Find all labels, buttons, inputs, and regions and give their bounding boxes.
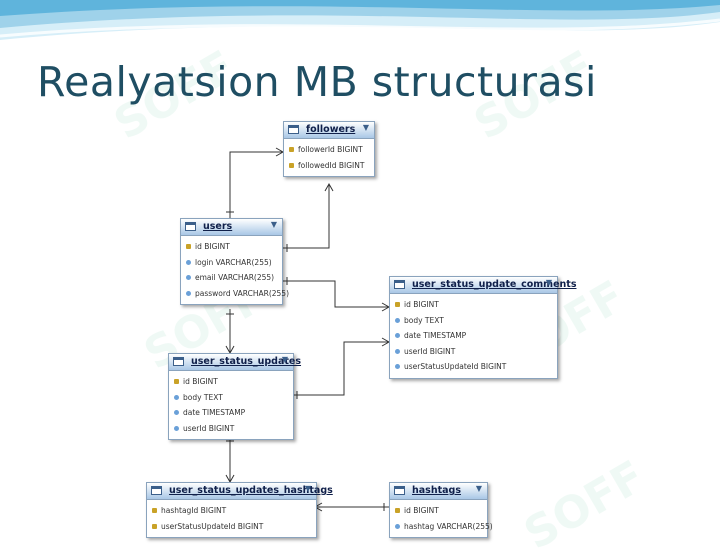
column-label: date TIMESTAMP — [183, 408, 246, 417]
field-icon — [395, 364, 400, 369]
table-name: users — [203, 221, 233, 232]
table-column: userStatusUpdateId BIGINT — [390, 359, 557, 375]
table-header: users ▼ — [181, 219, 282, 236]
table-user-status-updates[interactable]: user_status_updates ▼ id BIGINT body TEX… — [168, 353, 301, 440]
chevron-down-icon[interactable]: ▼ — [304, 484, 311, 493]
table-column: id BIGINT — [169, 374, 293, 390]
table-column: userId BIGINT — [169, 421, 293, 437]
link-users-followers-a — [229, 151, 283, 218]
table-user-status-update-comments[interactable]: user_status_update_comments ▼ id BIGINT … — [389, 276, 576, 379]
table-icon — [394, 486, 405, 495]
field-icon — [395, 348, 400, 354]
link-users-followers-b — [282, 184, 330, 249]
table-name: user_status_updates — [191, 356, 302, 367]
field-icon — [186, 259, 191, 265]
key-icon — [174, 379, 179, 384]
table-column: userId BIGINT — [390, 344, 557, 360]
field-icon — [395, 523, 400, 529]
column-label: userStatusUpdateId BIGINT — [161, 521, 264, 531]
wave-band-3 — [0, 0, 720, 16]
column-label: body TEXT — [404, 315, 444, 325]
link-updates-comments — [292, 341, 389, 396]
table-users[interactable]: users ▼ id BIGINT login VARCHAR(255) ema… — [180, 218, 289, 305]
table-header: followers ▼ — [284, 122, 374, 139]
wave-banner — [0, 0, 720, 40]
table-icon — [288, 125, 299, 134]
chevron-down-icon[interactable]: ▼ — [270, 220, 277, 229]
table-column: id BIGINT — [390, 297, 557, 313]
field-icon — [174, 425, 179, 431]
column-label: login VARCHAR(255) — [195, 257, 272, 267]
table-icon — [185, 222, 196, 231]
column-label: id BIGINT — [183, 377, 218, 386]
column-label: hashtag VARCHAR(255) — [404, 521, 493, 531]
table-name: user_status_updates_hashtags — [169, 485, 333, 496]
column-label: id BIGINT — [195, 242, 230, 251]
crowfoot-followers-b — [324, 182, 334, 192]
table-name: followers — [306, 124, 356, 135]
table-column: followedId BIGINT — [284, 158, 374, 174]
table-column: followerId BIGINT — [284, 142, 374, 158]
table-icon — [394, 280, 405, 289]
table-column: body TEXT — [390, 313, 557, 329]
column-label: id BIGINT — [404, 506, 439, 515]
column-label: followerId BIGINT — [298, 145, 363, 154]
field-icon — [395, 317, 400, 323]
column-label: followedId BIGINT — [298, 160, 365, 170]
column-label: id BIGINT — [404, 300, 439, 309]
key-icon — [289, 162, 294, 168]
field-icon — [395, 333, 400, 338]
field-icon — [186, 290, 191, 296]
table-hashtags[interactable]: hashtags ▼ id BIGINT hashtag VARCHAR(255… — [389, 482, 493, 538]
table-name: user_status_update_comments — [412, 279, 577, 290]
field-icon — [174, 410, 179, 415]
table-column: date TIMESTAMP — [390, 328, 557, 344]
table-icon — [151, 486, 162, 495]
chevron-down-icon[interactable]: ▼ — [545, 278, 552, 287]
column-label: date TIMESTAMP — [404, 331, 467, 340]
table-column: id BIGINT — [181, 239, 282, 255]
relationship-lines — [225, 147, 391, 512]
table-column: password VARCHAR(255) — [181, 286, 289, 302]
table-name: hashtags — [412, 485, 461, 496]
table-header: user_status_updates ▼ — [169, 354, 301, 371]
table-column: body TEXT — [169, 390, 293, 406]
slide-title: Realyatsion MB structurasi — [37, 58, 597, 106]
wave-highlight — [0, 18, 720, 38]
table-column: login VARCHAR(255) — [181, 255, 282, 271]
column-label: email VARCHAR(255) — [195, 273, 275, 282]
column-label: body TEXT — [183, 392, 223, 402]
table-icon — [173, 357, 184, 366]
table-column: hashtag VARCHAR(255) — [390, 519, 493, 535]
chevron-down-icon[interactable]: ▼ — [281, 355, 288, 364]
table-header: user_status_updates_hashtags ▼ — [147, 483, 333, 500]
key-icon — [186, 244, 191, 249]
table-header: hashtags ▼ — [390, 483, 487, 500]
field-icon — [186, 275, 191, 280]
table-column: hashtagId BIGINT — [147, 503, 316, 519]
table-followers[interactable]: followers ▼ followerId BIGINT followedId… — [283, 121, 375, 177]
column-label: userId BIGINT — [404, 346, 456, 356]
key-icon — [289, 147, 294, 152]
column-label: password VARCHAR(255) — [195, 288, 289, 298]
column-label: userId BIGINT — [183, 423, 235, 433]
table-column: email VARCHAR(255) — [181, 270, 282, 286]
key-icon — [152, 508, 157, 513]
link-users-comments — [282, 280, 389, 308]
chevron-down-icon[interactable]: ▼ — [475, 484, 482, 493]
table-user-status-updates-hashtags[interactable]: user_status_updates_hashtags ▼ hashtagId… — [146, 482, 333, 538]
column-label: hashtagId BIGINT — [161, 506, 227, 515]
column-label: userStatusUpdateId BIGINT — [404, 362, 507, 371]
key-icon — [395, 302, 400, 307]
table-column: date TIMESTAMP — [169, 405, 293, 421]
table-header: user_status_update_comments ▼ — [390, 277, 576, 294]
field-icon — [174, 394, 179, 400]
key-icon — [152, 523, 157, 529]
key-icon — [395, 508, 400, 513]
table-column: id BIGINT — [390, 503, 487, 519]
table-column: userStatusUpdateId BIGINT — [147, 519, 316, 535]
chevron-down-icon[interactable]: ▼ — [362, 123, 369, 132]
